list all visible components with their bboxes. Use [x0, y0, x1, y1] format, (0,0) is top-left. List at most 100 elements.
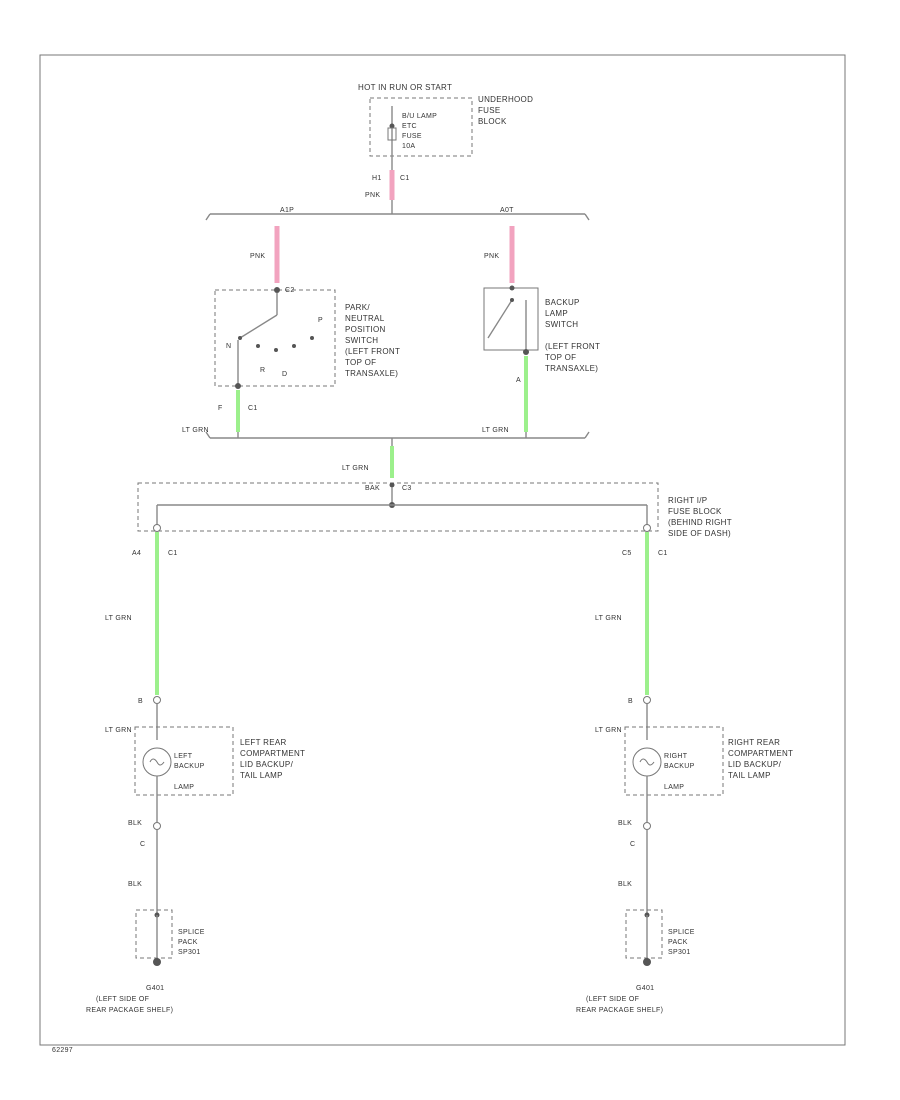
pnp-desc-3: POSITION: [345, 325, 386, 334]
backup-switch-arm: [487, 299, 513, 339]
right-lamp-inner-2: BACKUP: [664, 763, 695, 770]
right-gnd-wire2-label: BLK: [618, 881, 632, 888]
pnp-desc-6: TOP OF: [345, 358, 376, 367]
park-neutral-switch: PNK C2 N R D P F C1 LT GRN PARK/ NEUTRAL…: [182, 226, 400, 434]
middle-wire-label: LT GRN: [342, 465, 369, 472]
right-lamp-desc-3: LID BACKUP/: [728, 760, 782, 769]
pnp-desc-5: (LEFT FRONT: [345, 347, 400, 356]
left-ground-point: [153, 958, 161, 966]
fuse-block-name-3: BLOCK: [478, 117, 507, 126]
backup-out-pin: A: [516, 377, 521, 384]
splice-right-label: A0T: [500, 207, 514, 214]
left-gnd-pin: C: [140, 841, 145, 848]
fuse-label-1: B/U LAMP: [402, 113, 437, 120]
left-gnd-wire2-label: BLK: [128, 881, 142, 888]
right-lamp-connector: [643, 696, 651, 704]
pnp-switch-arm: [239, 314, 278, 339]
right-splice-1: SPLICE: [668, 929, 695, 936]
pnp-pin-d: D: [282, 371, 287, 378]
backup-wire-out-label: LT GRN: [482, 427, 509, 434]
pnp-pin-r: R: [260, 367, 265, 374]
pnp-desc-1: PARK/: [345, 303, 370, 312]
pnp-desc-4: SWITCH: [345, 336, 378, 345]
left-lamp-branch: A4 C1 LT GRN B LT GRN LEFT BACKUP LAMP L…: [86, 524, 305, 1014]
top-splice: A1P A0T: [205, 200, 590, 221]
underhood-fuse-block: HOT IN RUN OR START B/U LAMP ETC FUSE 10…: [358, 83, 533, 200]
left-ip-pin: A4: [132, 550, 141, 557]
left-ip-connector: C1: [168, 550, 178, 557]
backup-switch-outline: [483, 287, 539, 351]
pnp-pin-p: P: [318, 317, 323, 324]
right-lamp-desc-1: RIGHT REAR: [728, 738, 780, 747]
right-lamp-wire-label: LT GRN: [595, 727, 622, 734]
right-gnd-connector: [643, 822, 651, 830]
pnp-wire-out-label: LT GRN: [182, 427, 209, 434]
left-lamp-desc-4: TAIL LAMP: [240, 771, 283, 780]
ip-fuse-block-outline: [137, 482, 659, 532]
left-lamp-inner-3: LAMP: [174, 784, 194, 791]
left-lamp-inner-2: BACKUP: [174, 763, 205, 770]
right-ip-pin: C5: [622, 550, 632, 557]
fuse-terminal: [389, 123, 395, 129]
fuse-block-outline: [369, 97, 473, 157]
left-lamp-connector: [153, 696, 161, 704]
right-lamp-desc-4: TAIL LAMP: [728, 771, 771, 780]
backup-desc-2: LAMP: [545, 309, 568, 318]
bus-label: BAK: [365, 485, 380, 492]
left-lamp-outline: [134, 726, 234, 796]
pnp-desc-2: NEUTRAL: [345, 314, 385, 323]
right-lamp-branch: C5 C1 LT GRN B LT GRN RIGHT BACKUP LAMP …: [576, 524, 793, 1014]
right-wire-label: LT GRN: [595, 615, 622, 622]
left-gnd-connector: [153, 822, 161, 830]
right-ground-id: G401: [636, 985, 654, 992]
right-lamp-inner-1: RIGHT: [664, 753, 688, 760]
right-ip-connector: C1: [658, 550, 668, 557]
right-bulb-filament: [639, 758, 655, 766]
left-lamp-desc-3: LID BACKUP/: [240, 760, 294, 769]
ip-desc-3: (BEHIND RIGHT: [668, 518, 732, 527]
diagram-frame: [39, 54, 846, 1046]
backup-desc-6: TRANSAXLE): [545, 364, 598, 373]
pnp-output-terminal: [235, 383, 241, 389]
fuse-block-name-1: UNDERHOOD: [478, 95, 533, 104]
right-lamp-inner-3: LAMP: [664, 784, 684, 791]
left-wire-label: LT GRN: [105, 615, 132, 622]
fuse-pin: H1: [372, 175, 382, 182]
fuse-label-2: ETC: [402, 123, 417, 130]
backup-wire-in-label: PNK: [484, 253, 499, 260]
bus-connector: C3: [402, 485, 412, 492]
pnp-out-pin: F: [218, 405, 223, 412]
fuse-block-name-2: FUSE: [478, 106, 501, 115]
pnp-connector: C2: [285, 287, 295, 294]
left-ground-desc-2: REAR PACKAGE SHELF): [86, 1007, 173, 1014]
left-lamp-pin: B: [138, 698, 143, 705]
left-lamp-inner-1: LEFT: [174, 753, 193, 760]
pnp-input-terminal: [274, 287, 280, 293]
left-splice-1: SPLICE: [178, 929, 205, 936]
right-splice-outline: [625, 909, 663, 959]
backup-desc-3: SWITCH: [545, 320, 578, 329]
footer-code: 62297: [52, 1047, 73, 1054]
right-splice-3: SP301: [668, 949, 691, 956]
backup-lamp-switch: PNK A LT GRN BACKUP LAMP SWITCH (LEFT FR…: [482, 226, 600, 434]
fuse-connector: C1: [400, 175, 410, 182]
right-ip-terminal: [643, 524, 651, 532]
fuse-symbol: [387, 127, 397, 141]
right-ground-point: [643, 958, 651, 966]
left-splice-3: SP301: [178, 949, 201, 956]
backup-desc-4: (LEFT FRONT: [545, 342, 600, 351]
left-ground-id: G401: [146, 985, 164, 992]
pnp-desc-7: TRANSAXLE): [345, 369, 398, 378]
bottom-splice: [205, 431, 590, 439]
left-lamp-desc-2: COMPARTMENT: [240, 749, 305, 758]
right-lamp-pin: B: [628, 698, 633, 705]
fuse-label-4: 10A: [402, 143, 415, 150]
left-gnd-wire-label: BLK: [128, 820, 142, 827]
fuse-label-3: FUSE: [402, 133, 422, 140]
splice-left-label: A1P: [280, 207, 294, 214]
right-splice-2: PACK: [668, 939, 688, 946]
backup-output-terminal: [523, 349, 529, 355]
ip-desc-2: FUSE BLOCK: [668, 507, 722, 516]
left-ground-desc-1: (LEFT SIDE OF: [96, 996, 149, 1003]
